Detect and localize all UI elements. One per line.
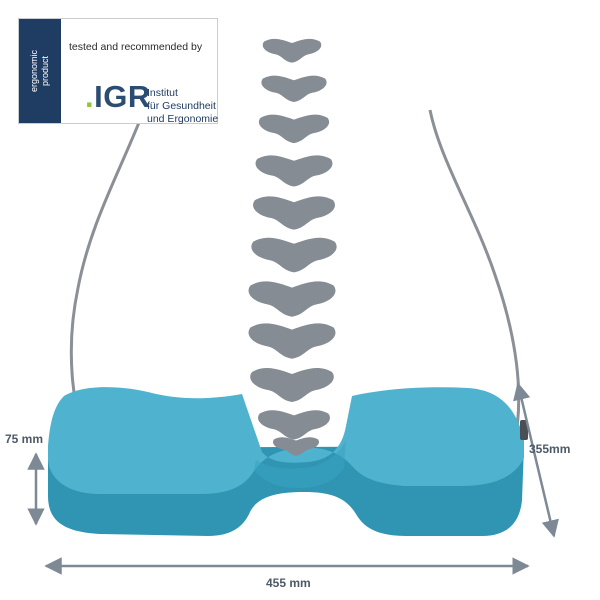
badge-side-line: product [40, 55, 50, 87]
cushion-top [48, 387, 524, 494]
vertebra-5 [253, 196, 335, 230]
cushion-coccyx-cutout [254, 440, 346, 488]
vertebra-4 [255, 155, 333, 187]
vertebra-2 [261, 75, 327, 103]
institute-line: Institut [147, 87, 178, 99]
vertebra-7 [248, 281, 336, 317]
vertebra-9 [250, 368, 334, 402]
vertebra-10 [258, 410, 330, 440]
institute-line: für Gesundheit [147, 100, 216, 112]
vertebra-3 [258, 114, 330, 144]
badge-heading: tested and recommended by [69, 41, 203, 53]
ergonomic-product-band: ergonomic product [19, 19, 61, 123]
igr-logo: .IGR [85, 81, 151, 112]
institute-line: und Ergonomie [147, 113, 219, 125]
vertebra-8 [248, 323, 336, 359]
height-label: 75 mm [5, 432, 44, 446]
vertebra-1 [262, 38, 322, 63]
vertebra-11 [273, 437, 319, 456]
igr-logo-dot: . [85, 79, 95, 114]
spine [248, 38, 337, 456]
badge-side-line: ergonomic [29, 49, 39, 93]
depth-arrow [513, 382, 559, 538]
igr-logo-text: IGR [94, 79, 151, 114]
ergonomic-product-label: ergonomic product [29, 23, 51, 119]
width-label: 455 mm [266, 576, 311, 590]
vertebra-6 [251, 237, 337, 273]
dimension-arrows [27, 382, 559, 575]
institute-name: Institut für Gesundheit und Ergonomie [147, 87, 218, 126]
certification-badge: ergonomic product tested and recommended… [18, 18, 218, 126]
seat-cushion [48, 387, 528, 536]
depth-label: 355mm [529, 442, 571, 456]
